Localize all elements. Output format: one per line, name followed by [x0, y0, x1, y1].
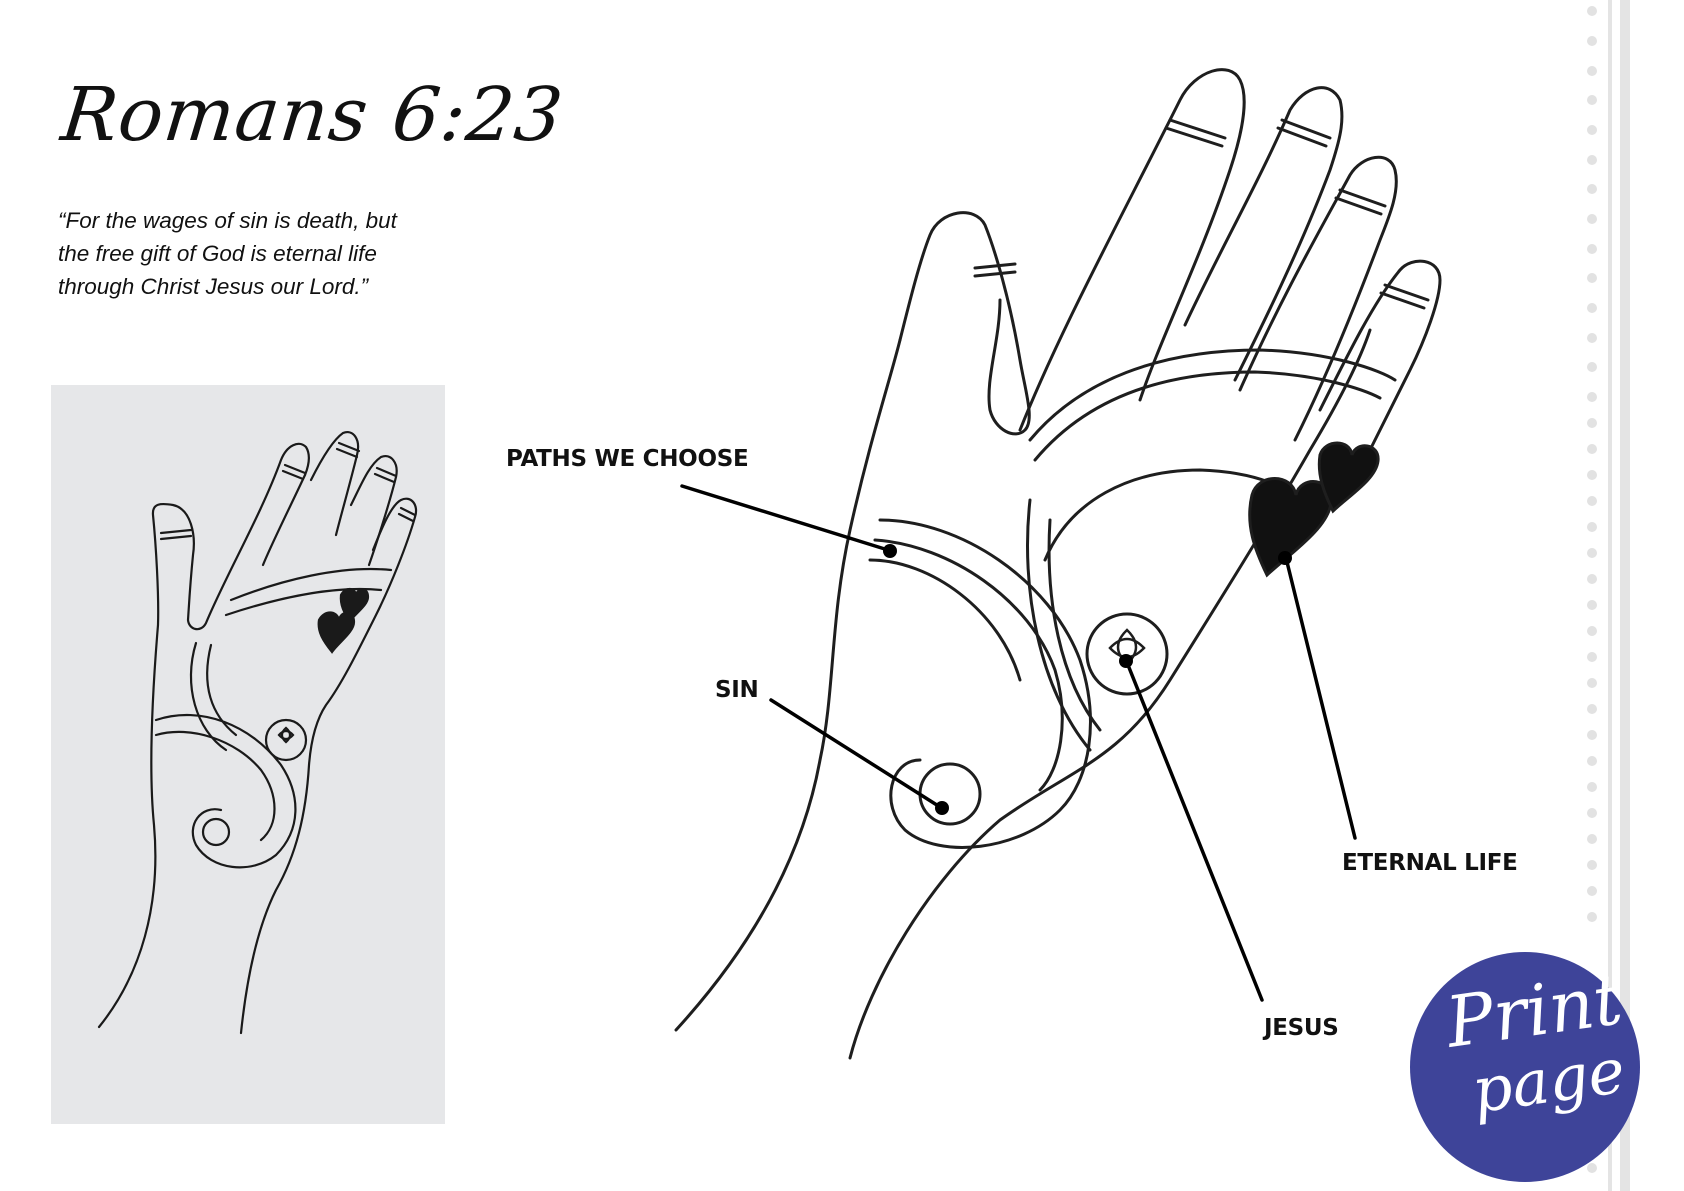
- binder-hole: [1587, 273, 1597, 283]
- hand-thumbnail-icon: [97, 431, 418, 1035]
- page-label: page: [1467, 1033, 1630, 1128]
- binder-hole: [1587, 574, 1597, 584]
- label-paths-we-choose: PATHS WE CHOOSE: [506, 446, 749, 472]
- binder-hole: [1587, 730, 1597, 740]
- binder-hole: [1587, 244, 1597, 254]
- binder-hole: [1587, 912, 1597, 922]
- binder-hole: [1587, 36, 1597, 46]
- binder-hole: [1587, 496, 1597, 506]
- binder-hole: [1587, 125, 1597, 135]
- verse-line: “For the wages of sin is death, but: [58, 208, 397, 233]
- verse-line: the free gift of God is eternal life: [58, 241, 377, 266]
- binder-hole: [1587, 95, 1597, 105]
- hand-thumbnail: [51, 385, 445, 1124]
- binder-hole: [1587, 834, 1597, 844]
- print-page-button[interactable]: Print page: [1410, 952, 1640, 1182]
- binder-hole: [1587, 470, 1597, 480]
- hand-outline-left: [674, 338, 902, 1032]
- binder-hole: [1587, 333, 1597, 343]
- binder-hole: [1587, 600, 1597, 610]
- binder-rail: [1620, 0, 1630, 1191]
- binder-hole: [1587, 704, 1597, 714]
- binder-hole: [1587, 652, 1597, 662]
- binder-hole: [1587, 626, 1597, 636]
- binder-hole: [1587, 756, 1597, 766]
- binder-hole: [1587, 184, 1597, 194]
- binder-hole: [1587, 155, 1597, 165]
- binder-hole: [1587, 214, 1597, 224]
- label-sin: SIN: [715, 677, 759, 703]
- hand-outline-right: [848, 328, 1372, 1060]
- binder-hole: [1587, 782, 1597, 792]
- binder-hole: [1587, 66, 1597, 76]
- binder-hole: [1587, 418, 1597, 428]
- binder-hole: [1587, 860, 1597, 870]
- label-eternal-life: ETERNAL LIFE: [1342, 850, 1518, 876]
- binder-hole: [1587, 808, 1597, 818]
- binder-hole: [1587, 1163, 1597, 1173]
- binder-edge: [1580, 0, 1684, 1191]
- binder-hole: [1587, 303, 1597, 313]
- binder-rail: [1608, 0, 1612, 1191]
- binder-hole: [1587, 444, 1597, 454]
- verse-text: “For the wages of sin is death, but the …: [58, 204, 438, 303]
- verse-line: through Christ Jesus our Lord.”: [58, 274, 369, 299]
- label-jesus: JESUS: [1264, 1015, 1339, 1041]
- binder-hole: [1587, 6, 1597, 16]
- binder-hole: [1587, 522, 1597, 532]
- binder-hole: [1587, 548, 1597, 558]
- binder-hole: [1587, 886, 1597, 896]
- binder-hole: [1587, 392, 1597, 402]
- binder-hole: [1587, 678, 1597, 688]
- binder-hole: [1587, 362, 1597, 372]
